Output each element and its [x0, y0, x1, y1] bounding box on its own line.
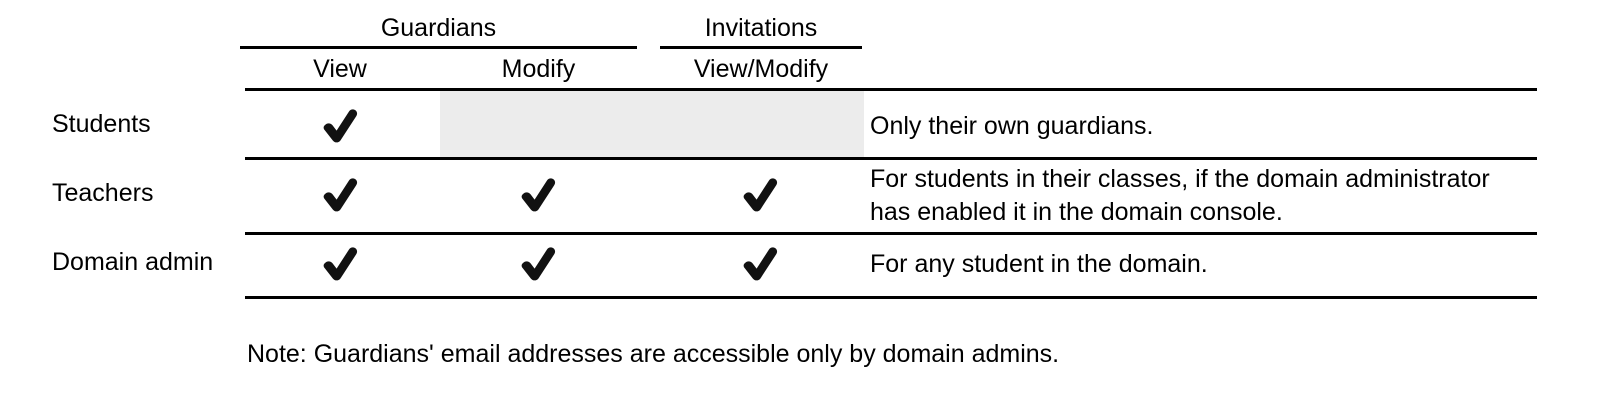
table-bottom-rule [245, 296, 1537, 299]
row-rule-after-teachers [245, 232, 1537, 235]
check-icon-teachers-guardians-modify [516, 173, 560, 217]
header-bottom-rule [245, 88, 1537, 91]
note-cell-teachers: For students in their classes, if the do… [870, 163, 1550, 228]
row-label-domain-admin: Domain admin [52, 248, 214, 276]
row-label-students: Students [52, 110, 151, 138]
disabled-cell-students [440, 91, 864, 157]
check-icon-teachers-invitations-view-modify [738, 173, 782, 217]
column-header-modify: Modify [501, 55, 576, 83]
note-cell-domain-admin: For any student in the domain. [870, 250, 1208, 278]
note-line-2: has enabled it in the domain console. [870, 197, 1283, 226]
note-cell-students: Only their own guardians. [870, 112, 1154, 140]
check-icon-domain-admin-guardians-view [318, 242, 362, 286]
check-icon-teachers-guardians-view [318, 173, 362, 217]
spanner-rule-invitations [660, 46, 862, 49]
spanner-label-guardians: Guardians [380, 14, 497, 42]
check-icon-domain-admin-invitations-view-modify [738, 242, 782, 286]
column-header-view: View [313, 55, 367, 83]
check-icon-domain-admin-guardians-modify [516, 242, 560, 286]
note-line-1: For students in their classes, if the do… [870, 165, 1490, 193]
row-rule-after-students [245, 157, 1537, 160]
column-header-view-modify: View/Modify [693, 55, 829, 83]
spanner-rule-guardians [240, 46, 637, 49]
row-label-teachers: Teachers [52, 179, 154, 207]
footnote-text: Note: Guardians' email addresses are acc… [247, 340, 1060, 368]
spanner-label-invitations: Invitations [704, 14, 818, 42]
check-icon-students-guardians-view [318, 104, 362, 148]
